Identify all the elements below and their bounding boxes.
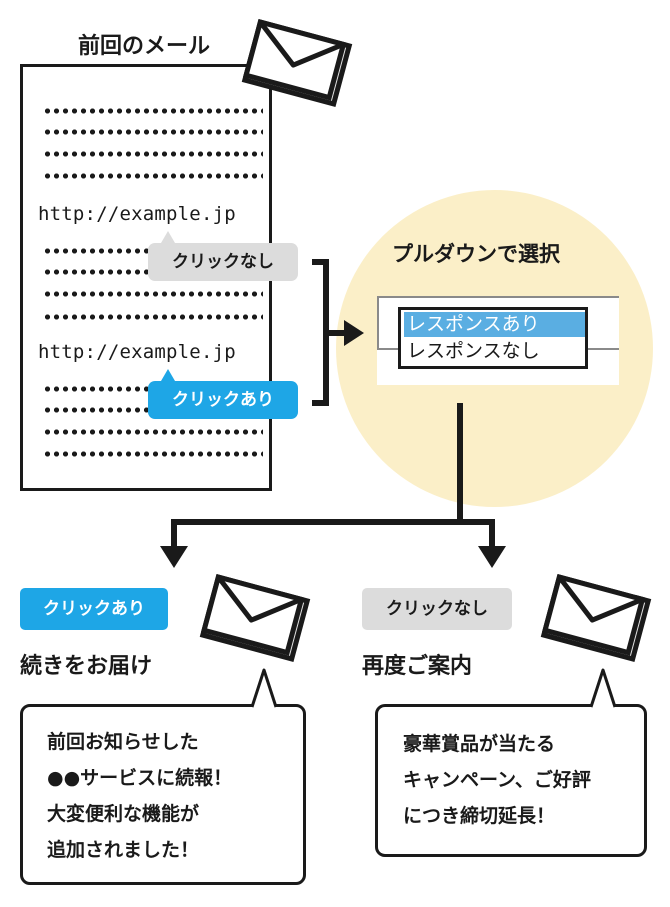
no-click-message-line: 豪華賞品が当たる (403, 733, 556, 755)
clicked-branch-action: 続きをお届け (20, 654, 153, 679)
clicked-message-line: 追加されました！ (47, 839, 200, 861)
clicked-branch-tag: クリックあり (20, 588, 168, 630)
dropdown-border (377, 296, 379, 350)
arrow-down-icon (478, 546, 506, 568)
text-line-placeholder (43, 290, 263, 298)
clicked-message-line: ●●サービスに続報！ (47, 767, 233, 789)
bubble-tail (250, 668, 278, 708)
bracket-connector (312, 259, 329, 406)
arrow-down-icon (160, 546, 188, 568)
no-click-tag: クリックなし (148, 243, 298, 281)
text-line-placeholder (43, 385, 153, 393)
clicked-message-bubble (20, 704, 306, 885)
text-line-placeholder (43, 128, 263, 136)
text-line-placeholder (43, 268, 153, 276)
text-line-placeholder (43, 428, 263, 436)
pulldown-option-response[interactable]: レスポンスあり (404, 312, 585, 337)
dropdown-border (588, 348, 619, 350)
link-url-2[interactable]: http://example.jp (38, 341, 236, 363)
envelope-icon (241, 19, 353, 107)
envelope-icon (540, 574, 652, 662)
text-line-placeholder (43, 172, 263, 180)
arrow-right-icon (344, 320, 364, 346)
no-click-message-bubble (375, 704, 647, 857)
no-click-branch-action: 再度ご案内 (362, 654, 473, 679)
link-url-1[interactable]: http://example.jp (38, 203, 236, 225)
text-line-placeholder (43, 406, 153, 414)
clicked-message-line: 前回お知らせした (47, 731, 199, 753)
dropdown-border (377, 348, 399, 350)
no-click-message-line: につき締切延長！ (403, 805, 556, 827)
text-line-placeholder (43, 247, 153, 255)
clicked-tag: クリックあり (148, 381, 298, 419)
text-line-placeholder (43, 313, 263, 321)
bubble-tail (589, 668, 617, 708)
dropdown-border (377, 296, 619, 298)
envelope-icon (199, 574, 311, 662)
previous-mail-title: 前回のメール (78, 34, 211, 59)
tag-pointer (161, 369, 175, 381)
pulldown-option-no-response[interactable]: レスポンスなし (407, 340, 540, 362)
text-line-placeholder (43, 150, 263, 158)
no-click-branch-tag: クリックなし (362, 588, 512, 630)
pulldown-title: プルダウンで選択 (392, 242, 560, 266)
text-line-placeholder (43, 450, 263, 458)
clicked-message-line: 大変便利な機能が (47, 803, 200, 825)
pulldown-select[interactable]: レスポンスあり レスポンスなし (398, 307, 588, 369)
tag-pointer (161, 231, 175, 243)
text-line-placeholder (43, 107, 263, 115)
no-click-message-line: キャンペーン、ご好評 (403, 769, 591, 791)
branch-connector (171, 403, 463, 549)
